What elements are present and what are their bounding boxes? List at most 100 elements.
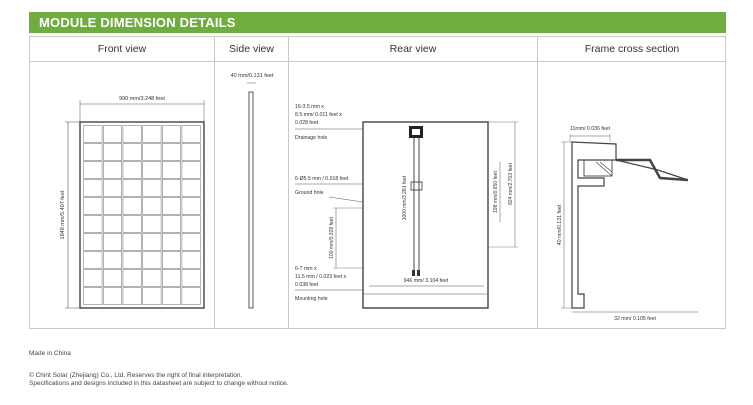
solar-cell — [181, 269, 201, 287]
solar-cell — [83, 287, 103, 305]
solar-cell — [142, 179, 162, 197]
solar-cell — [142, 143, 162, 161]
front-view-title: Front view — [30, 37, 214, 62]
drainage-dim-line1: 16-3.5 mm x — [295, 104, 324, 110]
solar-cell — [83, 197, 103, 215]
side-view-title: Side view — [215, 37, 288, 62]
drainage-hole-label: Drainage hole — [295, 135, 327, 141]
ground-hole-label: Ground hole — [295, 190, 324, 196]
drainage-dim-line3: 0.028 feet — [295, 120, 319, 126]
solar-cell — [122, 179, 142, 197]
solar-cell — [122, 197, 142, 215]
solar-cell — [83, 233, 103, 251]
solar-cell — [83, 251, 103, 269]
solar-cell — [83, 215, 103, 233]
solar-cell — [122, 143, 142, 161]
solar-cell — [83, 125, 103, 143]
solar-cell — [162, 233, 181, 251]
section-title: MODULE DIMENSION DETAILS — [39, 15, 236, 30]
origin-note: Made in China — [29, 350, 71, 357]
rear-view-column: Rear view 16-3.5 mm x 8.5 mm/ 0.011 feet… — [289, 37, 538, 328]
side-profile — [248, 91, 254, 309]
solar-cell — [162, 287, 181, 305]
module-frame — [79, 121, 205, 309]
solar-cell — [122, 269, 142, 287]
solar-cell — [181, 125, 201, 143]
solar-cell — [162, 251, 181, 269]
ground-dim-line1: 6-Ø5.5 mm / 0.018 feet — [295, 176, 349, 182]
rear-view-drawing: 16-3.5 mm x 8.5 mm/ 0.011 feet x 0.028 f… — [295, 104, 518, 309]
side-view-body: 40 mm/0.131 feet — [215, 62, 288, 328]
solar-cell — [103, 251, 122, 269]
front-height-label: 1648 mm/5.407 feet — [60, 190, 66, 239]
solar-cell — [122, 287, 142, 305]
solar-cell — [181, 251, 201, 269]
solar-cell — [122, 161, 142, 179]
solar-cell — [103, 287, 122, 305]
solar-cell — [142, 161, 162, 179]
solar-cell — [142, 251, 162, 269]
solar-cell — [83, 179, 103, 197]
change-notice: Specifications and designs included in t… — [29, 380, 289, 387]
solar-cell — [122, 251, 142, 269]
mount-height-label: 824 mm/2.703 feet — [508, 163, 514, 205]
solar-cell — [162, 215, 181, 233]
cable-length-label: 1000 mm/3.281 feet — [402, 175, 408, 220]
solar-cell — [142, 269, 162, 287]
solar-cell — [103, 143, 122, 161]
frame-section-body: 11mm/ 0.036 feet 40 mm/0.131 feet 32 mm/… — [538, 62, 726, 328]
solar-cell — [142, 125, 162, 143]
drainage-dim-line2: 8.5 mm/ 0.011 feet x — [295, 112, 342, 118]
solar-cell — [83, 161, 103, 179]
front-view-drawing: 990 mm/3.248 feet 1648 mm/5.407 feet — [60, 96, 205, 309]
mounting-dim-line2: 11.5 mm / 0.023 feet x — [295, 274, 347, 280]
solar-cell — [103, 233, 122, 251]
solar-cell — [162, 269, 181, 287]
section-header: MODULE DIMENSION DETAILS — [29, 12, 726, 33]
hole-offset-label: 100 mm/0.328 feet — [329, 217, 335, 259]
solar-cell — [122, 233, 142, 251]
frame-profile — [571, 141, 689, 309]
frame-top-label: 11mm/ 0.036 feet — [570, 126, 611, 132]
solar-cell — [181, 179, 201, 197]
rear-module-frame — [362, 121, 489, 309]
dimension-table: Front view 990 mm/3.248 feet 1648 mm/5.4… — [29, 36, 726, 329]
solar-cell — [122, 125, 142, 143]
solar-cell — [142, 215, 162, 233]
frame-width-label: 32 mm/ 0.105 feet — [614, 316, 656, 322]
solar-cell — [162, 161, 181, 179]
solar-cell — [181, 197, 201, 215]
solar-cell — [142, 233, 162, 251]
solar-cell — [162, 179, 181, 197]
side-thickness-label: 40 mm/0.131 feet — [231, 73, 274, 79]
copyright-note: © Chint Solar (Zhejiang) Co., Ltd. Reser… — [29, 372, 243, 379]
solar-cell — [181, 215, 201, 233]
mount-span-label: 198 mm/0.650 feet — [493, 171, 499, 213]
frame-section-title: Frame cross section — [538, 37, 726, 62]
rear-view-title: Rear view — [289, 37, 537, 62]
solar-cell — [103, 215, 122, 233]
mount-width-label: 946 mm/ 3.104 feet — [404, 278, 449, 284]
solar-cell — [162, 125, 181, 143]
solar-cell — [83, 269, 103, 287]
solar-cell — [122, 215, 142, 233]
frame-height-label: 40 mm/0.131 feet — [557, 204, 563, 245]
front-view-body: 990 mm/3.248 feet 1648 mm/5.407 feet — [30, 62, 214, 328]
side-view-drawing: 40 mm/0.131 feet — [231, 73, 274, 309]
mounting-hole-label: Mounting hole — [295, 296, 328, 302]
solar-cell — [181, 233, 201, 251]
solar-cell — [83, 143, 103, 161]
mounting-dim-line1: 6-7 mm x — [295, 266, 317, 272]
side-view-column: Side view 40 mm/0.131 feet — [215, 37, 289, 328]
solar-cell — [162, 143, 181, 161]
mounting-dim-line3: 0.038 feet — [295, 282, 319, 288]
frame-section-column: Frame cross section 11mm/ 0.036 feet 40 … — [538, 37, 726, 328]
solar-cell — [181, 287, 201, 305]
solar-cell — [103, 269, 122, 287]
solar-cell — [142, 197, 162, 215]
solar-cell — [142, 287, 162, 305]
rear-view-body: 16-3.5 mm x 8.5 mm/ 0.011 feet x 0.028 f… — [289, 62, 537, 328]
solar-cell — [162, 197, 181, 215]
solar-cell — [103, 197, 122, 215]
front-view-column: Front view 990 mm/3.248 feet 1648 mm/5.4… — [30, 37, 215, 328]
